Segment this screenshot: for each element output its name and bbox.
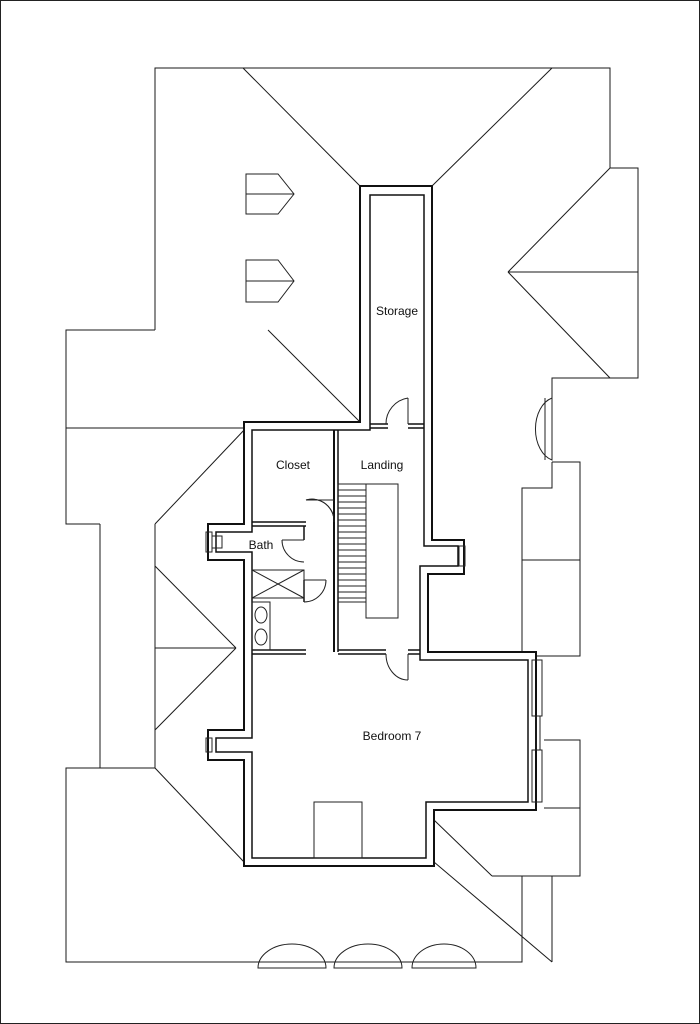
roof-outline	[65, 67, 639, 963]
windows	[205, 531, 543, 803]
shower	[251, 569, 305, 599]
room-label-closet: Closet	[276, 458, 311, 472]
dormers	[245, 173, 553, 969]
room-labels: Storage Closet Landing Bath Bedroom 7	[249, 304, 422, 743]
bath-fixtures	[251, 569, 363, 859]
exterior-walls	[207, 185, 537, 867]
staircase	[337, 483, 399, 619]
room-label-bedroom: Bedroom 7	[363, 729, 422, 743]
room-label-bath: Bath	[249, 538, 274, 552]
doors	[281, 397, 409, 681]
bedroom-alcove	[313, 801, 363, 859]
room-label-landing: Landing	[361, 458, 404, 472]
room-label-storage: Storage	[376, 304, 418, 318]
vanity	[251, 601, 271, 651]
